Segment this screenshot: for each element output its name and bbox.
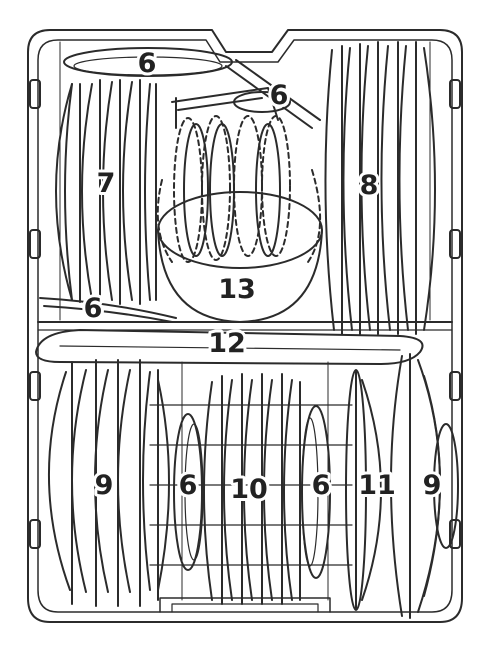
label-upper-right-plates: 8 <box>360 170 379 201</box>
label-upper-tray: 12 <box>208 328 246 359</box>
label-upper-bottom-left-saucer: 6 <box>84 293 103 324</box>
label-lower-pot-lid: 11 <box>358 470 396 501</box>
label-lower-small-saucer: 6 <box>179 470 198 501</box>
label-lower-left-plates: 9 <box>95 470 114 501</box>
label-upper-left-plates: 7 <box>97 168 116 199</box>
upper-right-plates <box>325 42 435 334</box>
label-lower-center-plates: 10 <box>230 474 268 505</box>
label-upper-top-left-saucer: 6 <box>138 48 157 79</box>
label-lower-right-saucer: 6 <box>312 470 331 501</box>
label-upper-top-right-saucer: 6 <box>270 80 289 111</box>
label-lower-right-plates: 9 <box>423 470 442 501</box>
label-upper-bowl: 13 <box>218 274 256 305</box>
